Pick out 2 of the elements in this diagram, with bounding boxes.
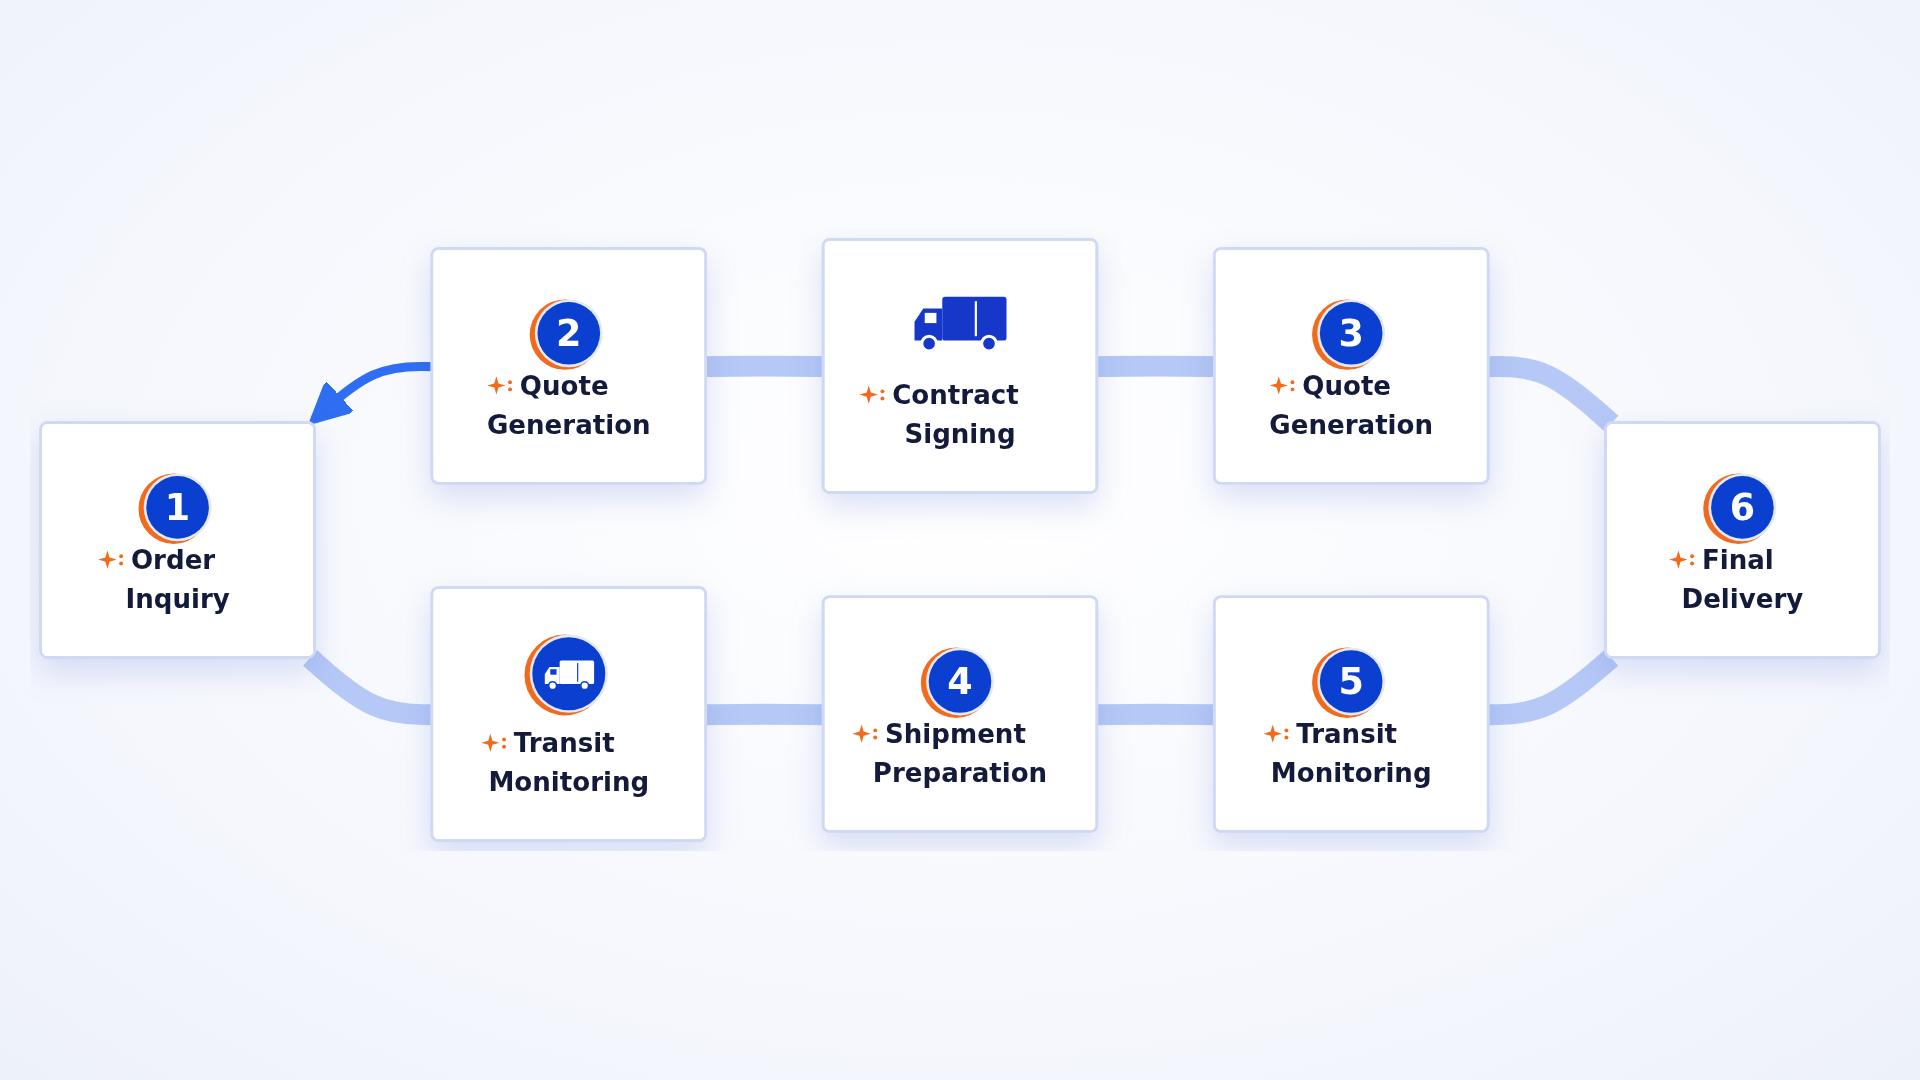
connector [1488,650,1619,726]
connector [1488,356,1619,432]
